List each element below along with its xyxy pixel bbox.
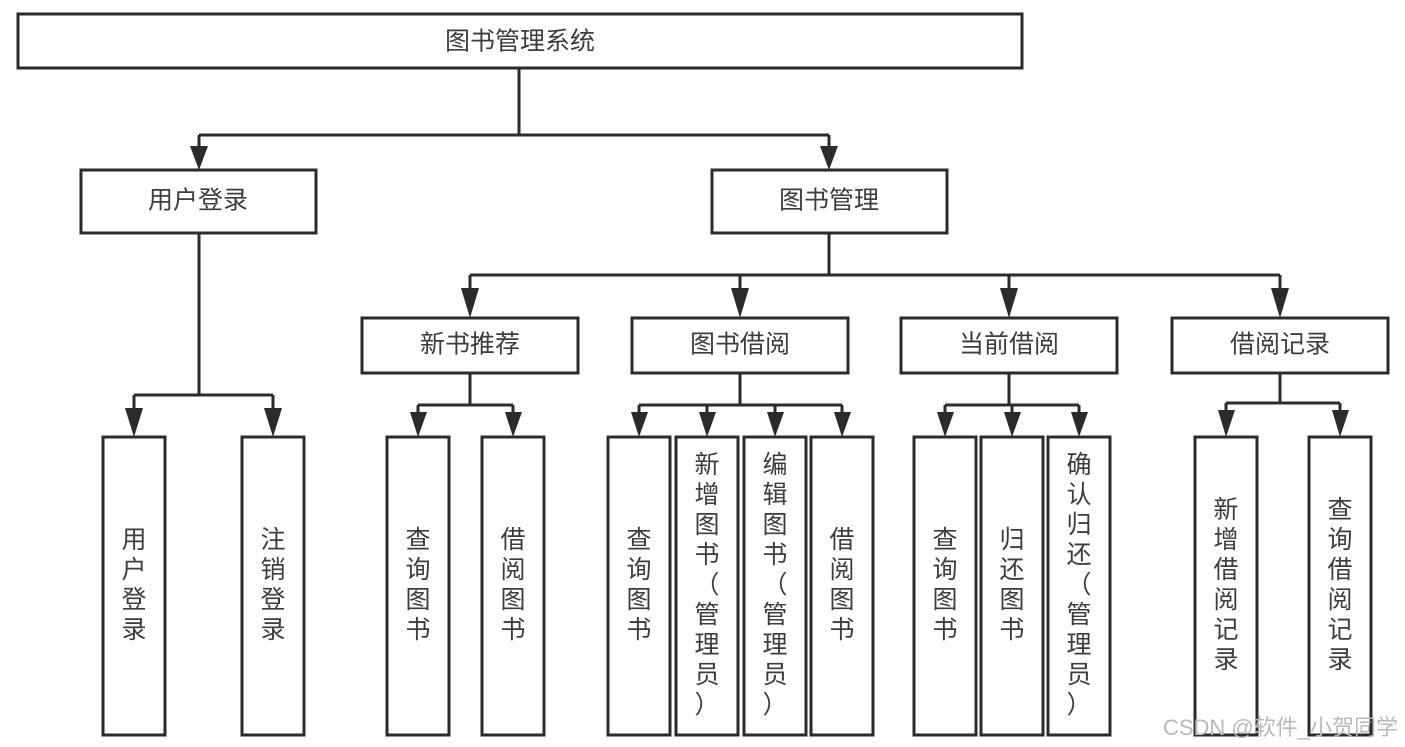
node-leaf-borrow-book[interactable]: 借阅图书 [809, 435, 875, 737]
node-leaf-9-label: 归还图书 [999, 526, 1024, 644]
node-l2-1-label: 图书管理 [779, 187, 879, 215]
node-root[interactable]: 图书管理系统 [16, 12, 1024, 70]
node-book-borrow[interactable]: 图书借阅 [630, 316, 850, 375]
node-leaf-3-label: 借阅图书 [500, 526, 525, 644]
node-leaf-user-login[interactable]: 用户登录 [101, 435, 167, 737]
node-leaf-0-label: 用户登录 [121, 526, 146, 644]
node-l3-0-label: 新书推荐 [420, 331, 520, 359]
node-l3-3-label: 借阅记录 [1230, 331, 1330, 359]
node-leaf-add-book-admin[interactable]: 新增图书（管理员） [674, 435, 740, 737]
node-leaf-query-book-borrow[interactable]: 查询图书 [606, 435, 672, 737]
arrow-head-leaf-6 [767, 412, 784, 437]
node-leaf-confirm-return-admin[interactable]: 确认归还（管理员） [1046, 435, 1112, 737]
arrow-head-l2-1 [820, 146, 838, 170]
arrow-head-leaf-9 [1004, 412, 1021, 437]
node-book-management[interactable]: 图书管理 [710, 168, 949, 235]
node-leaf-2-label: 查询图书 [405, 526, 430, 644]
node-borrow-record[interactable]: 借阅记录 [1170, 316, 1390, 375]
node-leaf-1-label: 注销登录 [260, 526, 285, 644]
node-user-login[interactable]: 用户登录 [79, 168, 318, 235]
arrow-head-l2-0 [190, 146, 208, 170]
arrow-head-l3-1 [731, 288, 749, 318]
node-new-book-recommend[interactable]: 新书推荐 [360, 316, 580, 375]
node-layer: 图书管理系统 用户登录 图书管理 新书推荐 图书借阅 当前 [16, 12, 1390, 737]
node-leaf-6-label: 编辑图书（管理员） [762, 451, 787, 719]
node-current-borrow[interactable]: 当前借阅 [899, 316, 1119, 375]
node-l3-2-label: 当前借阅 [959, 331, 1059, 359]
node-leaf-12-label: 查询借阅记录 [1327, 496, 1352, 674]
arrow-head-l3-3 [1271, 288, 1289, 318]
node-l3-1-label: 图书借阅 [690, 331, 790, 359]
arrow-head-leaf-4 [631, 412, 648, 437]
arrow-head-leaf-5 [699, 412, 716, 437]
node-leaf-7-label: 借阅图书 [829, 526, 854, 644]
node-leaf-10-label: 确认归还（管理员） [1066, 451, 1091, 719]
arrow-head-leaf-0 [125, 408, 143, 437]
node-leaf-edit-book-admin[interactable]: 编辑图书（管理员） [742, 435, 808, 737]
arrow-head-leaf-12 [1332, 410, 1349, 437]
arrow-head-leaf-1 [264, 408, 282, 437]
node-l2-0-label: 用户登录 [148, 187, 248, 215]
node-leaf-5-label: 新增图书（管理员） [694, 451, 719, 719]
arrow-head-leaf-10 [1071, 412, 1088, 437]
connector-layer [125, 68, 1349, 437]
node-leaf-11-label: 新增借阅记录 [1213, 496, 1238, 674]
arrow-head-leaf-11 [1218, 410, 1235, 437]
arrow-head-leaf-8 [937, 412, 954, 437]
arrow-head-leaf-2 [410, 412, 427, 437]
node-leaf-add-borrow-record[interactable]: 新增借阅记录 [1193, 435, 1259, 737]
node-leaf-borrow-book-rec[interactable]: 借阅图书 [480, 435, 546, 737]
node-leaf-8-label: 查询图书 [932, 526, 957, 644]
node-leaf-logout[interactable]: 注销登录 [240, 435, 306, 737]
node-leaf-query-borrow-record[interactable]: 查询借阅记录 [1307, 435, 1373, 737]
csdn-watermark: CSDN @软件_小贺同学 [1163, 715, 1398, 740]
node-leaf-query-book-current[interactable]: 查询图书 [912, 435, 978, 737]
node-root-label: 图书管理系统 [445, 28, 595, 56]
arrow-head-leaf-3 [505, 412, 522, 437]
arrow-head-leaf-7 [834, 412, 851, 437]
node-leaf-query-book-rec[interactable]: 查询图书 [385, 435, 451, 737]
node-leaf-4-label: 查询图书 [626, 526, 651, 644]
node-leaf-return-book[interactable]: 归还图书 [979, 435, 1045, 737]
arrow-head-l3-2 [1000, 288, 1018, 318]
arrow-head-l3-0 [461, 288, 479, 318]
